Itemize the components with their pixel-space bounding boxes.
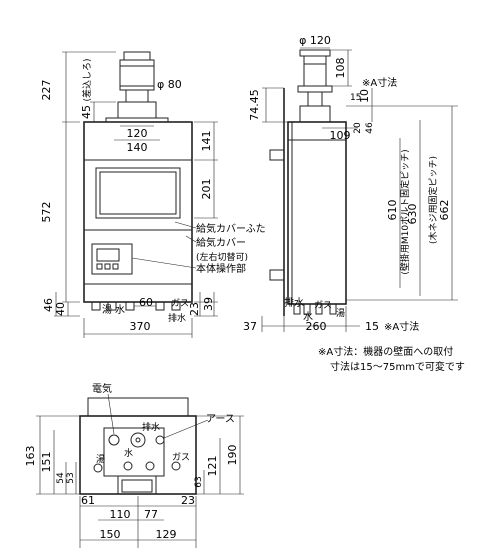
dim-7445: 74.45 — [248, 89, 261, 121]
side-view — [261, 47, 458, 332]
note-line1: ※A寸法：機器の壁面への取付 — [318, 345, 453, 358]
dim-572: 572 — [40, 202, 53, 223]
dim-23: 23 — [188, 302, 201, 316]
dim-39: 39 — [202, 297, 215, 311]
label-sayu: (左右切替可) — [196, 251, 248, 263]
dim-150: 150 — [100, 528, 121, 541]
label-kyuki-cover: 給気カバー — [196, 236, 246, 249]
dim-phi120: φ 120 — [299, 34, 331, 47]
label-mizu-bottom: 水 — [124, 447, 133, 459]
dim-141: 141 — [200, 131, 213, 152]
label-610: (壁掛用M10ボルト固定ピッチ) — [399, 149, 411, 274]
label-haisui-bottom: 排水 — [142, 421, 160, 433]
dim-108: 108 — [334, 58, 347, 79]
dim-46-side: 46 — [365, 122, 375, 134]
dim-630: 630 — [406, 204, 419, 225]
label-yu-bottom: 湯 — [96, 454, 105, 465]
dim-63: 63 — [194, 476, 204, 487]
label-mizu-front: 水 — [115, 304, 125, 316]
dim-662: 662 — [438, 200, 451, 221]
note-sashikomi: (差込しろ) — [81, 58, 93, 101]
label-gas-front: ガス — [171, 298, 189, 309]
dim-15A: 15 — [365, 320, 379, 333]
note-A-top: ※A寸法 — [362, 76, 397, 89]
label-662: (木ネジ用固定ピッチ) — [427, 156, 439, 244]
label-yu-side: 湯 — [336, 308, 345, 319]
dim-190: 190 — [226, 445, 239, 466]
dim-120: 120 — [127, 127, 148, 140]
dim-610: 610 — [386, 200, 399, 221]
dim-370: 370 — [130, 320, 151, 333]
dim-201: 201 — [200, 179, 213, 200]
label-honti: 本体操作部 — [196, 262, 246, 275]
note-line2: 寸法は15〜75mmで可変です — [330, 360, 465, 373]
dim-163: 163 — [24, 446, 37, 467]
dim-109: 109 — [330, 129, 351, 142]
label-haisui-side: 排水 — [284, 296, 304, 309]
label-kyuki-cover-futa: 給気カバーふた — [196, 222, 266, 235]
label-gas-side: ガス — [314, 300, 332, 311]
dim-37: 37 — [243, 320, 257, 333]
dim-23-bottom: 23 — [181, 494, 195, 507]
dim-phi80: φ 80 — [157, 78, 182, 91]
dim-10: 10 — [358, 89, 371, 103]
dim-54: 54 — [56, 472, 66, 484]
dim-61: 61 — [81, 494, 95, 507]
label-earth: アース — [206, 414, 235, 425]
dim-40: 40 — [54, 302, 67, 316]
dim-140: 140 — [127, 141, 148, 154]
front-view — [54, 51, 218, 338]
dim-110: 110 — [110, 508, 131, 521]
bottom-view — [36, 393, 244, 548]
label-gas-bottom: ガス — [172, 452, 190, 463]
dim-129: 129 — [156, 528, 177, 541]
dim-60: 60 — [139, 296, 153, 309]
label-yu-front: 湯 — [102, 303, 112, 316]
dim-151: 151 — [40, 452, 53, 473]
dim-77: 77 — [144, 508, 158, 521]
dim-46: 46 — [42, 298, 55, 312]
dim-227: 227 — [40, 80, 53, 101]
dim-260: 260 — [306, 320, 327, 333]
dim-15-top: 15 — [350, 93, 361, 103]
label-mizu-side: 水 — [303, 311, 313, 323]
dim-121: 121 — [206, 456, 219, 477]
dim-53: 53 — [66, 472, 76, 483]
dim-45: 45 — [80, 105, 93, 119]
label-denki: 電気 — [92, 382, 112, 395]
note-A-bottom: ※A寸法 — [384, 320, 419, 333]
dim-20: 20 — [353, 122, 363, 134]
label-haisui-front: 排水 — [168, 312, 186, 324]
